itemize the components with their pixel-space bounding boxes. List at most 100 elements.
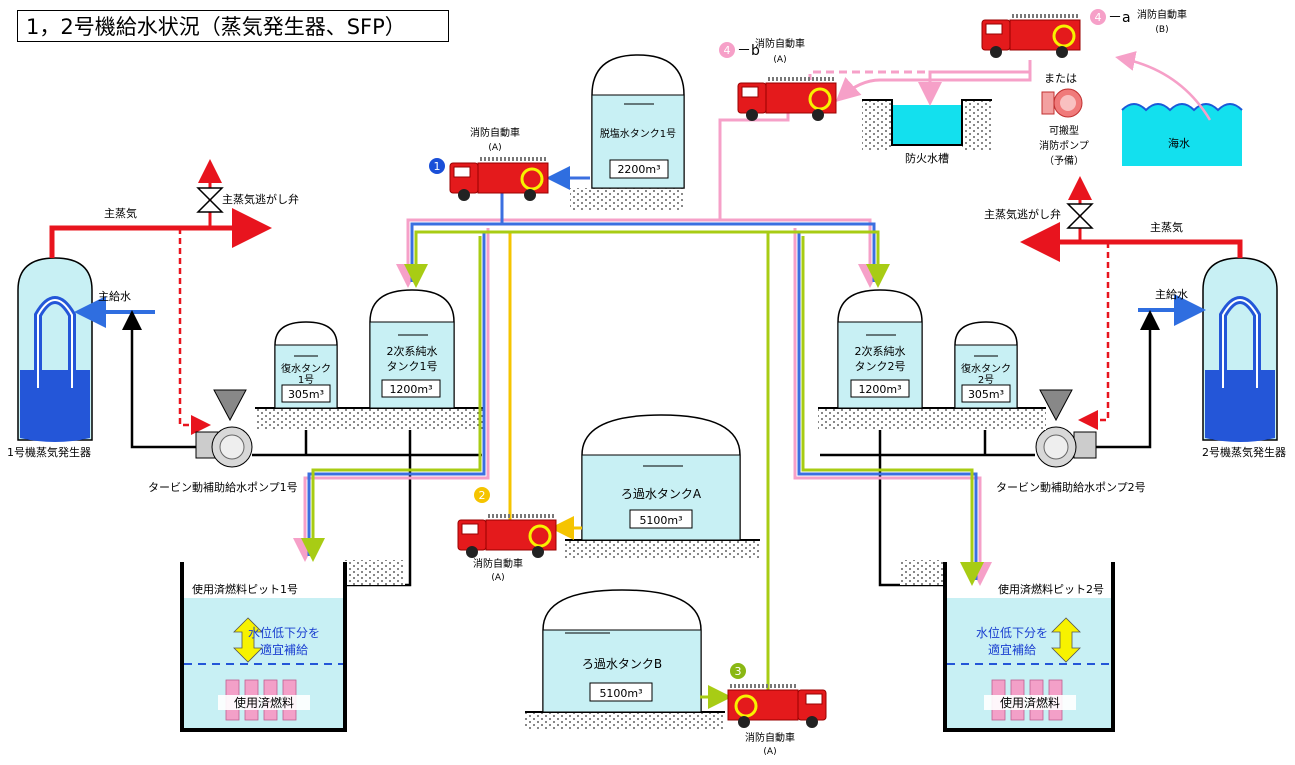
turbine-pump-2-label: タービン動補助給水ポンプ2号 xyxy=(996,480,1146,494)
main-steam-label-1: 主蒸気 xyxy=(104,206,137,220)
turbine-pump-1-label: タービン動補助給水ポンプ1号 xyxy=(148,480,298,494)
demin-tank-capacity: 2200m³ xyxy=(617,163,660,176)
svg-text:4: 4 xyxy=(1095,11,1102,24)
filtrate-a-name: ろ過水タンクA xyxy=(621,487,702,501)
filtrate-a-capacity: 5100m³ xyxy=(639,514,682,527)
fire-engine-4a-sub: (B) xyxy=(1155,25,1168,35)
secondary-1-name-1: 2次系純水 xyxy=(387,344,438,358)
svg-text:－b: －b xyxy=(737,43,760,59)
ground-filtrate-a xyxy=(565,540,760,558)
spent-fuel-label-1: 使用済燃料 xyxy=(234,695,294,710)
fire-engine-3-label: 消防自動車 xyxy=(745,731,795,744)
secondary-tank-1 xyxy=(369,289,455,409)
fire-engine-4b xyxy=(737,77,837,121)
spent-fuel-pit-2-label: 使用済燃料ピット2号 xyxy=(998,582,1104,596)
marker-2: 2 xyxy=(474,487,490,503)
route-2-yellow xyxy=(508,232,582,540)
aux-feed-line-2 xyxy=(1090,310,1160,449)
filtrate-tank-a xyxy=(581,414,741,541)
turbine-pump-2 xyxy=(1035,389,1097,468)
ground-demin xyxy=(570,188,685,210)
fire-engine-3 xyxy=(727,684,827,728)
relief-valve-label-1: 主蒸気逃がし弁 xyxy=(222,192,299,206)
svg-text:4: 4 xyxy=(724,44,731,57)
sg1-label: 1号機蒸気発生器 xyxy=(7,445,91,459)
marker-4a: 4 －a xyxy=(1090,9,1131,26)
condensate-tank-2 xyxy=(954,321,1018,409)
relief-valve-label-2: 主蒸気逃がし弁 xyxy=(984,207,1061,221)
portable-pump-label-1: 可搬型 xyxy=(1049,124,1079,137)
steam-generator-2 xyxy=(1202,257,1278,442)
secondary-2-name-2: タンク2号 xyxy=(855,360,906,373)
fire-cistern-label: 防火水槽 xyxy=(905,151,949,165)
main-steam-label-2: 主蒸気 xyxy=(1150,220,1183,234)
fire-engine-2 xyxy=(457,514,557,558)
ground-2 xyxy=(818,408,1046,430)
aux-feed-line-1 xyxy=(122,310,200,449)
demineralized-water-tank xyxy=(591,54,685,189)
marker-1: 1 xyxy=(429,158,445,174)
sg2-label: 2号機蒸気発生器 xyxy=(1202,445,1286,459)
filtrate-b-capacity: 5100m³ xyxy=(599,687,642,700)
fire-engine-1-label: 消防自動車 xyxy=(470,126,520,139)
level-text-1b: 適宜補給 xyxy=(260,642,308,657)
fire-engine-1-sub: (A) xyxy=(488,143,501,153)
ground-filtrate-b xyxy=(525,712,725,730)
filtrate-b-name: ろ過水タンクB xyxy=(582,657,662,671)
fire-engine-4b-sub: (A) xyxy=(773,55,786,65)
portable-fire-pump xyxy=(1041,88,1083,118)
condensate-1-capacity: 305m³ xyxy=(288,388,324,401)
condensate-2-name-1: 復水タンク xyxy=(961,362,1011,375)
spent-fuel-pit-2 xyxy=(900,560,1115,732)
level-text-2a: 水位低下分を xyxy=(976,625,1048,640)
fire-engine-1 xyxy=(449,157,549,201)
seawater-body xyxy=(1121,103,1243,166)
route-3-green xyxy=(301,230,984,709)
fire-engine-4a xyxy=(981,14,1081,58)
marker-4b: 4 －b xyxy=(719,42,760,59)
or-label: または xyxy=(1044,72,1077,85)
turbine-pump-1 xyxy=(195,389,253,468)
condensate-tank-1 xyxy=(274,321,338,409)
spent-fuel-pit-1-label: 使用済燃料ピット1号 xyxy=(192,582,298,596)
filtrate-tank-b xyxy=(542,589,702,713)
steam-generator-1 xyxy=(17,257,93,442)
seawater-label: 海水 xyxy=(1168,136,1190,150)
portable-pump-label-2: 消防ポンプ xyxy=(1039,139,1089,152)
route-4-pink xyxy=(293,51,1212,586)
svg-text:－a: －a xyxy=(1108,10,1131,26)
fire-engine-4a-label: 消防自動車 xyxy=(1137,8,1187,21)
condensate-2-capacity: 305m³ xyxy=(968,388,1004,401)
page-title: 1，2号機給水状況（蒸気発生器、SFP） xyxy=(17,10,449,42)
ground-1 xyxy=(255,408,483,430)
svg-text:1: 1 xyxy=(434,160,441,173)
feedwater-label-1: 主給水 xyxy=(98,289,131,303)
route-1-blue xyxy=(307,166,978,580)
demin-tank-name: 脱塩水タンク1号 xyxy=(600,127,676,140)
portable-pump-label-3: （予備） xyxy=(1044,154,1084,167)
spent-fuel-pit-1 xyxy=(180,560,405,732)
fire-engine-2-sub: (A) xyxy=(491,573,504,583)
svg-text:3: 3 xyxy=(735,665,742,678)
svg-text:2: 2 xyxy=(479,489,486,502)
spent-fuel-label-2: 使用済燃料 xyxy=(1000,695,1060,710)
secondary-2-capacity: 1200m³ xyxy=(858,383,901,396)
relief-valve-2 xyxy=(1066,203,1094,229)
condensate-2-name-2: 2号 xyxy=(978,374,994,386)
condensate-1-name-1: 復水タンク xyxy=(281,362,331,375)
secondary-1-capacity: 1200m³ xyxy=(389,383,432,396)
fire-engine-3-sub: (A) xyxy=(763,747,776,757)
level-text-1a: 水位低下分を xyxy=(248,625,320,640)
level-text-2b: 適宜補給 xyxy=(988,642,1036,657)
relief-valve-1 xyxy=(196,187,224,213)
secondary-1-name-2: タンク1号 xyxy=(387,360,438,373)
fire-engine-2-label: 消防自動車 xyxy=(473,557,523,570)
feedwater-label-2: 主給水 xyxy=(1155,287,1188,301)
secondary-tank-2 xyxy=(837,289,923,409)
secondary-2-name-1: 2次系純水 xyxy=(855,344,906,358)
fire-engine-4b-label: 消防自動車 xyxy=(755,37,805,50)
condensate-1-name-2: 1号 xyxy=(298,374,314,386)
marker-3: 3 xyxy=(730,663,746,679)
fire-cistern xyxy=(862,99,992,150)
